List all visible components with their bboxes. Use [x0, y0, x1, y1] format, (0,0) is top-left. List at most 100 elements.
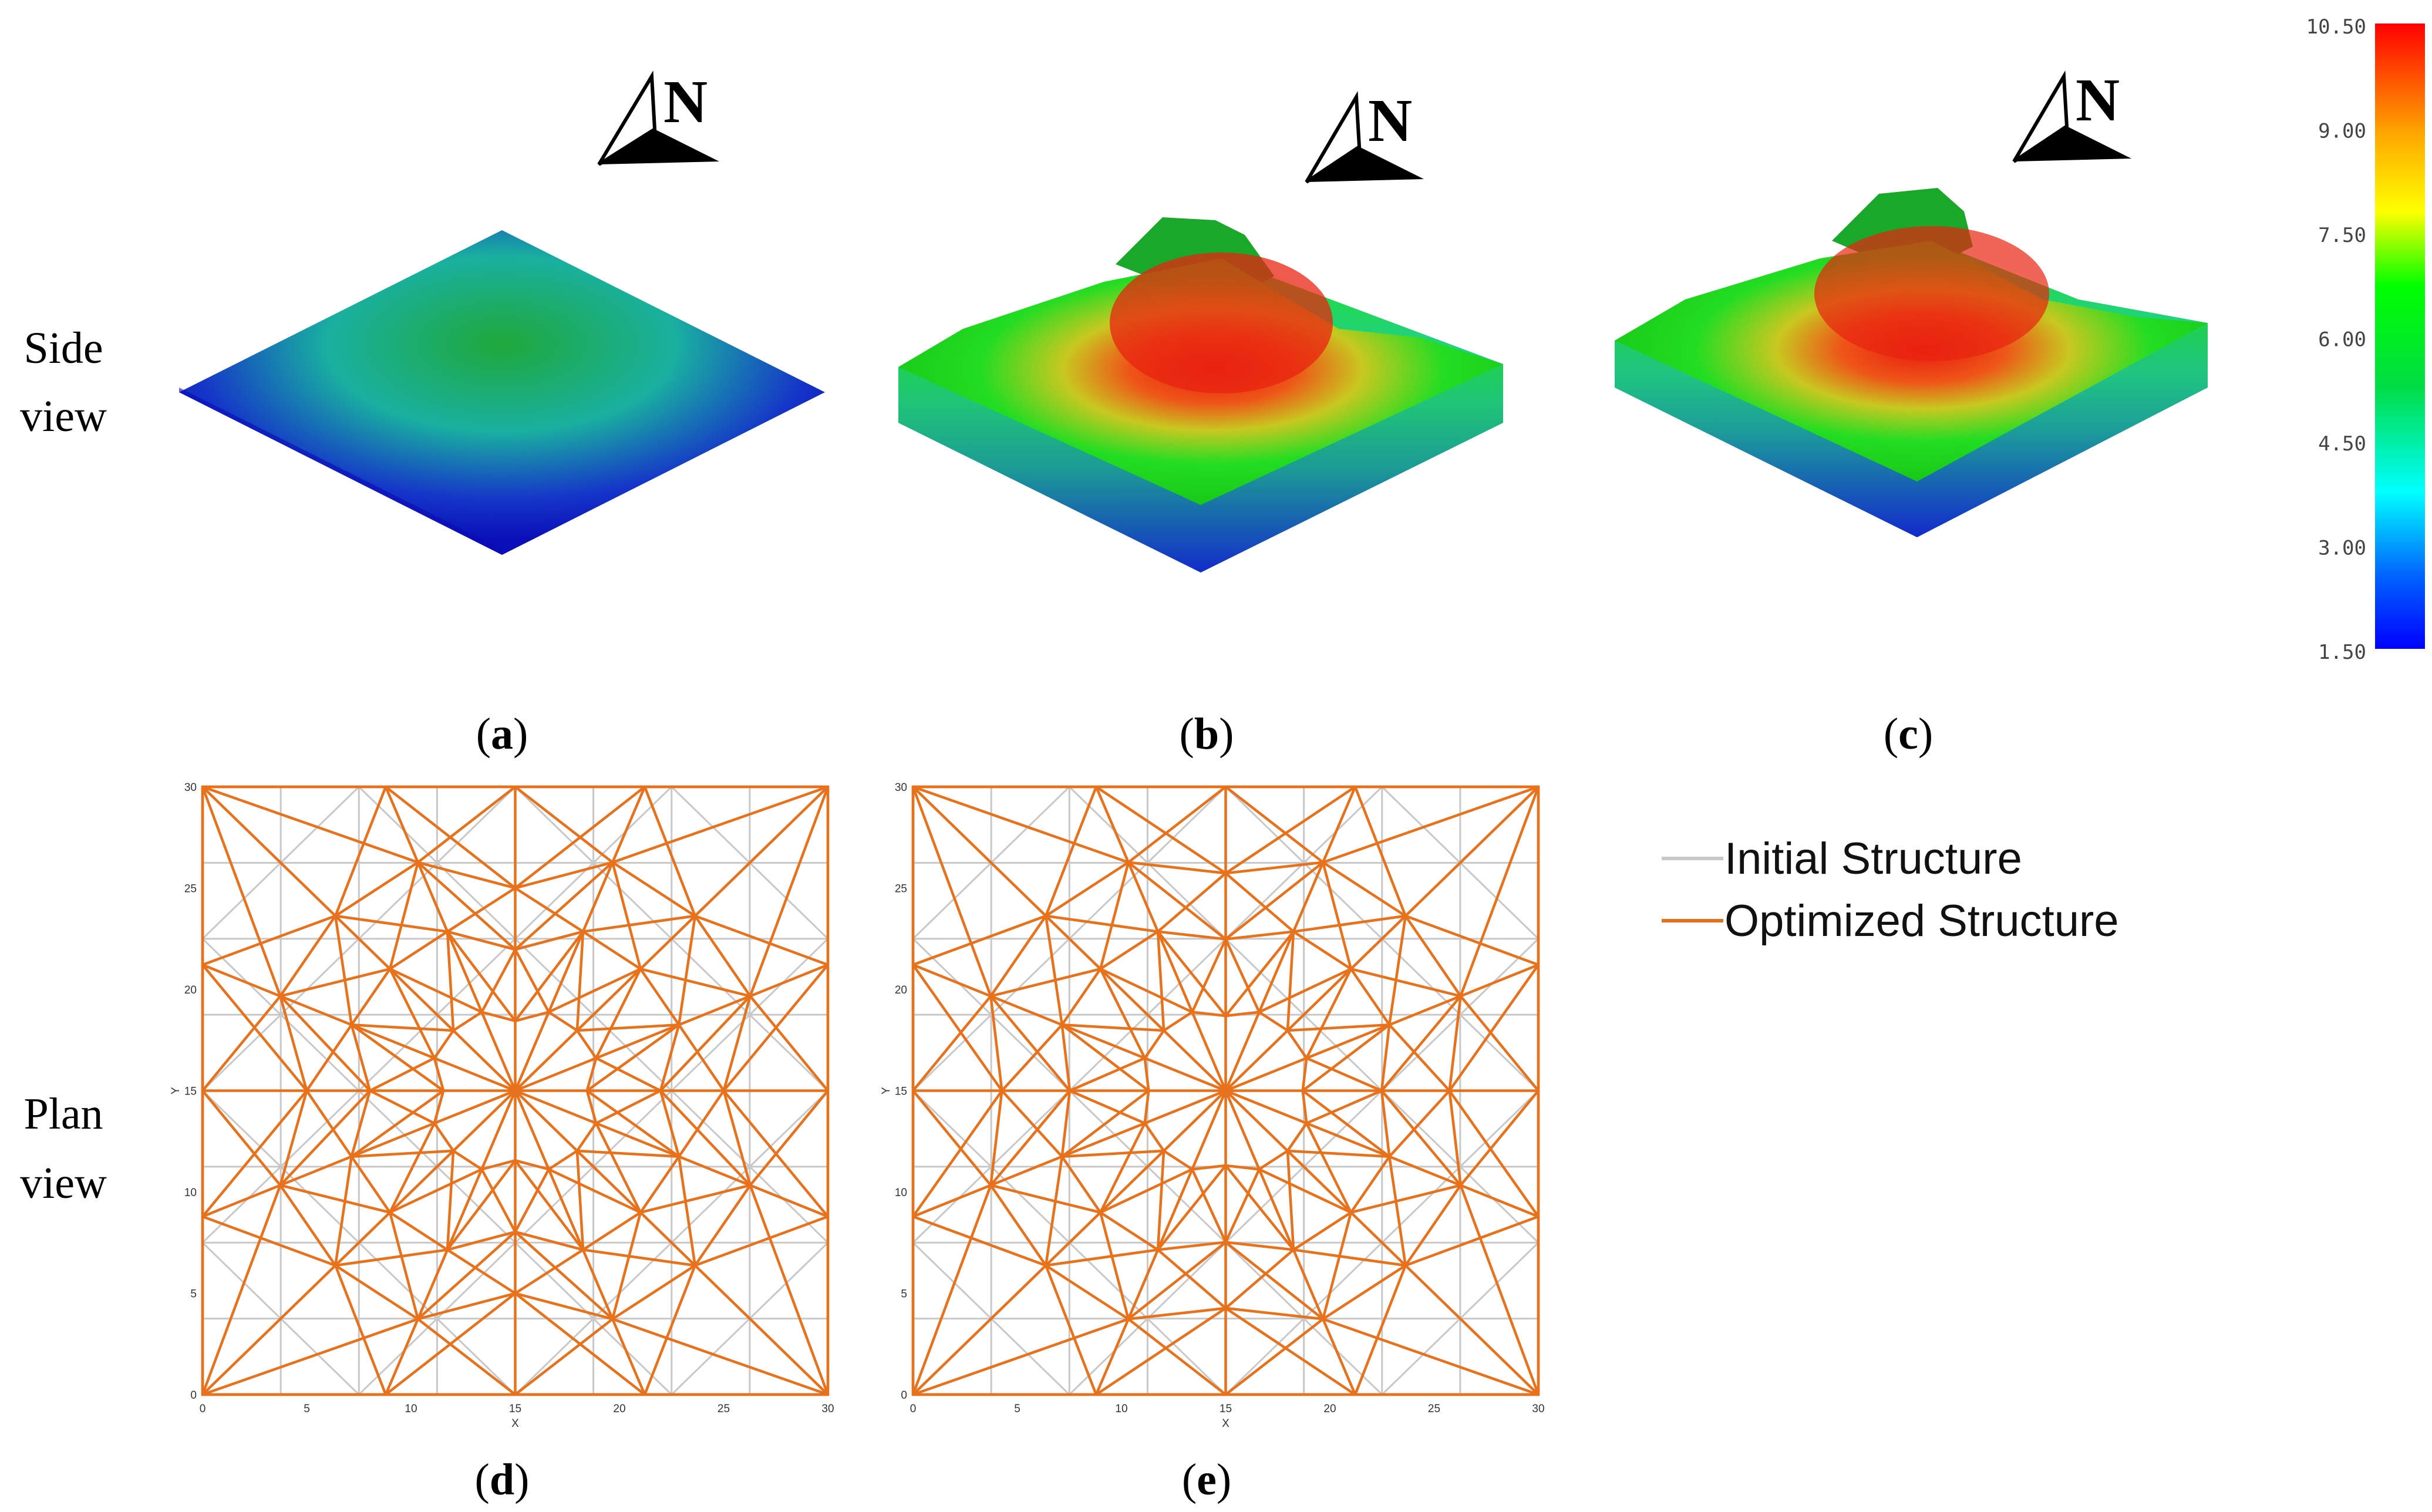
member: [639, 1156, 681, 1214]
member: [433, 1122, 454, 1152]
member: [581, 1249, 614, 1320]
member: [1389, 1155, 1461, 1187]
member: [1404, 1264, 1540, 1396]
north-arrow-icon: N: [597, 68, 719, 166]
member: [350, 1090, 372, 1157]
member: [722, 995, 752, 1092]
member: [595, 1122, 680, 1158]
member: [514, 1168, 550, 1233]
member: [1286, 931, 1295, 1031]
member: [514, 1231, 614, 1321]
member: [389, 930, 449, 971]
member: [514, 1089, 578, 1152]
member: [1225, 786, 1324, 864]
member: [481, 1159, 516, 1171]
member: [480, 1090, 517, 1170]
panel-letter-d: d: [490, 1455, 514, 1504]
member: [611, 786, 646, 863]
member: [611, 1212, 642, 1319]
grid-diagonal: [1225, 938, 1305, 1016]
member: [989, 1090, 1071, 1187]
y-tick-label: 15: [184, 1086, 197, 1098]
member: [389, 968, 436, 1059]
grid-diagonal: [592, 1318, 672, 1396]
member: [514, 1318, 614, 1396]
member: [1306, 1056, 1382, 1092]
x-tick-label: 0: [200, 1403, 206, 1415]
member: [1322, 1318, 1357, 1395]
member: [1061, 1089, 1150, 1158]
member: [585, 1058, 598, 1092]
colorbar: 10.509.007.506.004.503.001.50: [2306, 15, 2425, 664]
member: [514, 786, 614, 864]
legend-label-optimized: Optimized Structure: [1724, 896, 2119, 946]
member: [912, 1090, 1003, 1218]
member: [582, 914, 696, 933]
grid-diagonal: [1069, 1090, 1148, 1167]
member: [447, 1230, 516, 1251]
grid-diagonal: [201, 938, 282, 1016]
member: [446, 1159, 517, 1251]
member: [749, 1184, 830, 1395]
member: [202, 785, 419, 864]
member: [202, 914, 336, 967]
member: [1191, 1090, 1227, 1170]
member: [1099, 862, 1130, 969]
member: [576, 1122, 598, 1152]
member: [912, 1318, 1129, 1396]
member: [990, 1155, 1063, 1187]
member: [1144, 1056, 1227, 1092]
grid-diagonal: [592, 786, 672, 864]
member: [351, 1149, 454, 1158]
side-view-c: N: [1615, 66, 2208, 537]
grid-diagonal: [749, 1090, 829, 1167]
member: [350, 1024, 372, 1092]
member: [1224, 1029, 1289, 1092]
member: [749, 786, 830, 997]
member: [514, 1029, 578, 1092]
member: [1258, 1150, 1289, 1171]
member: [1062, 1023, 1164, 1032]
member: [611, 1318, 646, 1395]
member: [1306, 1122, 1390, 1158]
grid-diagonal: [280, 1014, 360, 1092]
member: [1460, 1184, 1539, 1218]
y-tick-label: 25: [184, 883, 197, 895]
member: [279, 995, 308, 1092]
grid-diagonal: [1381, 1318, 1461, 1396]
member: [694, 1264, 829, 1396]
member: [1191, 938, 1227, 1013]
member: [1045, 1156, 1063, 1266]
north-label: N: [2076, 66, 2120, 134]
member: [582, 1211, 642, 1251]
grid-diagonal: [1225, 1318, 1305, 1396]
grid-diagonal: [991, 1318, 1070, 1396]
member: [433, 1089, 516, 1125]
member: [514, 1090, 550, 1170]
grid-diagonal: [1225, 786, 1305, 864]
member: [640, 967, 751, 998]
member: [514, 1230, 584, 1251]
member: [1045, 915, 1063, 1025]
north-arrow-icon: N: [1305, 87, 1424, 184]
member: [1045, 786, 1098, 917]
member: [1306, 1089, 1382, 1125]
member: [1225, 786, 1356, 874]
member: [1224, 1164, 1295, 1251]
member: [612, 861, 696, 917]
member: [417, 1292, 516, 1321]
member: [548, 1168, 641, 1214]
row-label-side-line1: Side: [23, 324, 103, 373]
colorbar-gradient: [2375, 23, 2425, 649]
member: [335, 861, 419, 917]
member: [1062, 1149, 1164, 1158]
member: [912, 1184, 992, 1218]
member: [1448, 1090, 1540, 1218]
grid-diagonal: [912, 938, 992, 1016]
member: [388, 862, 419, 969]
member: [1459, 1184, 1540, 1395]
member: [279, 995, 371, 1092]
member: [612, 1318, 828, 1396]
grid-diagonal: [1147, 1318, 1227, 1396]
